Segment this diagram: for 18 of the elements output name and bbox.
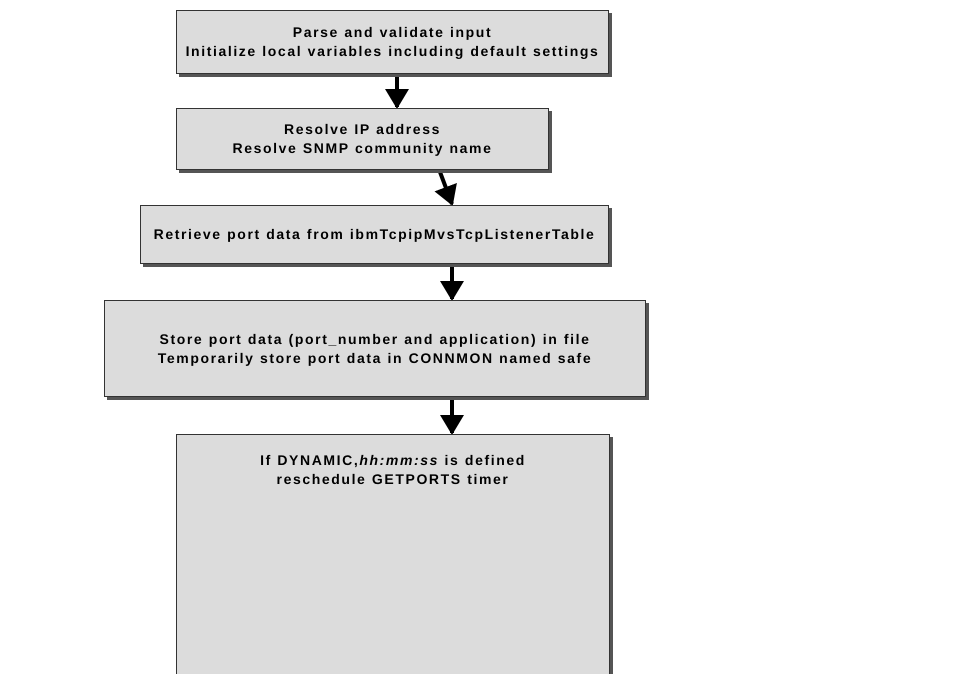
step-text: If DYNAMIC,hh:mm:ss is defined — [260, 451, 526, 470]
step-text: reschedule GETPORTS timer — [276, 470, 510, 489]
process-box — [140, 205, 609, 264]
process-box — [176, 434, 610, 674]
process-box — [176, 10, 609, 74]
step-text: Retrieve port data from ibmTcpipMvsTcpListenerTable — [154, 225, 596, 244]
step-text: Parse and validate input — [292, 23, 492, 42]
arrow — [440, 399, 464, 435]
step-text: Store port data (port_number and application) in file — [160, 330, 590, 348]
step-text: Resolve SNMP community name — [232, 139, 492, 158]
process-box — [104, 300, 646, 397]
step-text: Resolve IP address — [284, 120, 441, 139]
step-text: Temporarily store port data in CONNMON named safe — [158, 348, 592, 368]
arrow — [385, 76, 409, 109]
process-box — [176, 108, 549, 170]
step-text: Initialize local variables including default settings — [186, 42, 600, 61]
arrow — [434, 171, 457, 206]
arrow — [440, 266, 464, 301]
